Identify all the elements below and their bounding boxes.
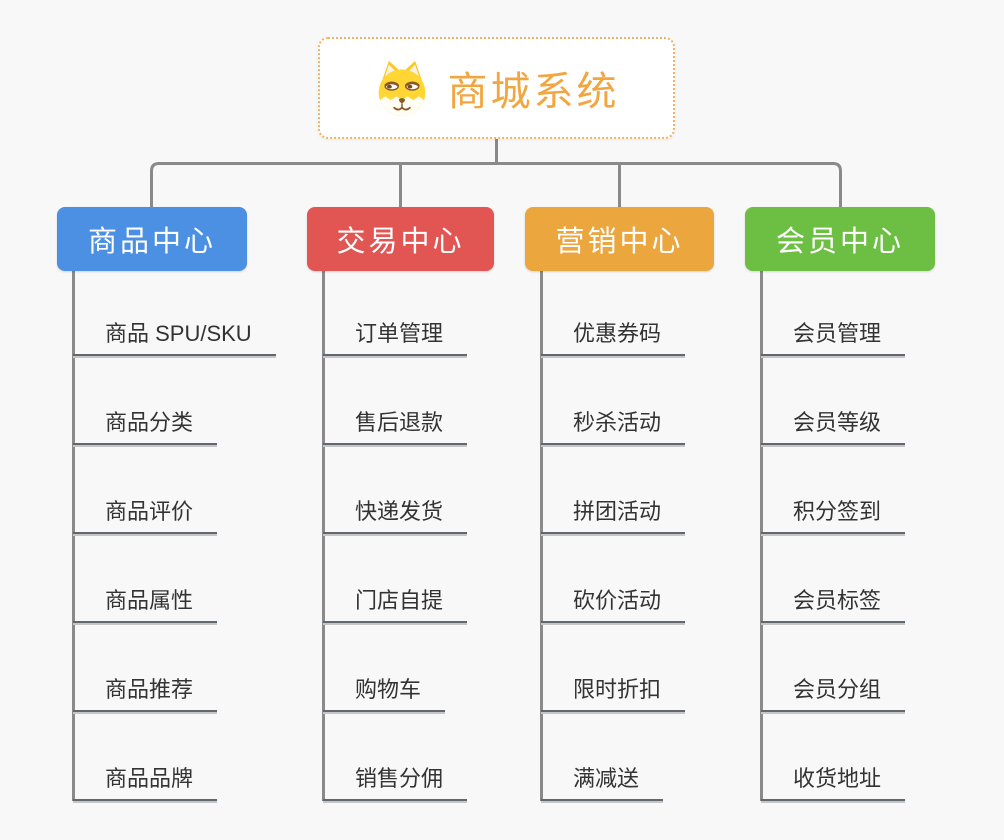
leaf-node[interactable]: 优惠券码: [541, 321, 686, 356]
leaf-node[interactable]: 订单管理: [323, 321, 468, 356]
leaf-node[interactable]: 售后退款: [323, 410, 468, 445]
leaf-node[interactable]: 收货地址: [761, 766, 906, 801]
leaf-node[interactable]: 积分签到: [761, 499, 906, 534]
branch-node-trade-center[interactable]: 交易中心: [307, 207, 494, 271]
leaf-node[interactable]: 门店自提: [323, 588, 468, 623]
leaf-node[interactable]: 商品评价: [73, 499, 218, 534]
leaf-node[interactable]: 商品推荐: [73, 677, 218, 712]
branch-line-product: [72, 271, 75, 801]
leaf-node[interactable]: 满减送: [541, 766, 664, 801]
branch-line-trade: [322, 271, 325, 801]
branch-line-marketing: [540, 271, 543, 801]
leaf-node[interactable]: 商品分类: [73, 410, 218, 445]
leaf-node[interactable]: 会员等级: [761, 410, 906, 445]
leaf-node[interactable]: 商品属性: [73, 588, 218, 623]
leaf-node[interactable]: 快递发货: [323, 499, 468, 534]
root-title: 商城系统: [447, 70, 620, 114]
shiba-dog-icon: [378, 60, 425, 116]
leaf-node[interactable]: 销售分佣: [323, 766, 468, 801]
leaf-node[interactable]: 秒杀活动: [541, 410, 686, 445]
leaf-node[interactable]: 会员标签: [761, 588, 906, 623]
root-node[interactable]: 商城系统: [318, 37, 675, 139]
branch-node-marketing-center[interactable]: 营销中心: [525, 207, 714, 271]
branch-line-member: [760, 271, 763, 801]
branch-node-product-center[interactable]: 商品中心: [57, 207, 247, 271]
leaf-node[interactable]: 商品 SPU/SKU: [73, 321, 276, 356]
leaf-node[interactable]: 拼团活动: [541, 499, 686, 534]
leaf-node[interactable]: 购物车: [323, 677, 446, 712]
leaf-node[interactable]: 限时折扣: [541, 677, 686, 712]
leaf-node[interactable]: 会员管理: [761, 321, 906, 356]
leaf-node[interactable]: 砍价活动: [541, 588, 686, 623]
branch-node-member-center[interactable]: 会员中心: [745, 207, 935, 271]
leaf-node[interactable]: 会员分组: [761, 677, 906, 712]
leaf-node[interactable]: 商品品牌: [73, 766, 218, 801]
